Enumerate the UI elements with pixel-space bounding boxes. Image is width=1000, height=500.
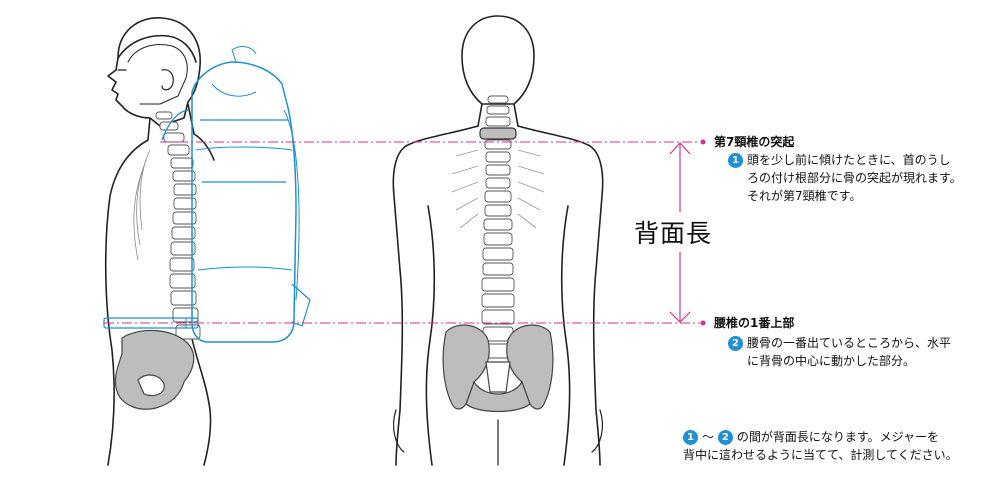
lumbar-marker-dot [700, 320, 706, 326]
note-tilde: ～ [702, 430, 715, 444]
c7-desc-line: 1 頭を少し前に傾けたときに、首のうし [728, 151, 962, 169]
lumbar-description: 2 腰骨の一番出ているところから、水平 に背骨の中心に動かした部分。 [728, 334, 951, 370]
back-length-label: 背面長 [634, 212, 713, 252]
number-1-icon: 1 [683, 430, 698, 445]
c7-desc-line-2: ろの付け根部分に骨の突起が現れます。 [747, 171, 962, 185]
spine-illustration [133, 111, 201, 340]
arrow-head-top [669, 142, 691, 155]
c7-title: 第7頸椎の突起 [714, 135, 795, 149]
lumbar-title: 腰椎の1番上部 [714, 316, 795, 330]
pelvis-illustration [114, 329, 195, 410]
c7-vertebra-highlight [479, 127, 517, 140]
pelvis-illustration-back [442, 324, 554, 413]
c7-desc-line-3: それが第7頸椎です。 [747, 189, 862, 203]
number-2-icon: 2 [717, 430, 733, 445]
number-1-icon: 1 [728, 153, 743, 168]
lumbar-desc-line: 2 腰骨の一番出ているところから、水平 [728, 334, 951, 352]
lumbar-desc-line-2: に背骨の中心に動かした部分。 [747, 354, 916, 368]
c7-desc-line-1: 頭を少し前に傾けたときに、首のうし [747, 153, 951, 167]
lumbar-desc-line-1: 腰骨の一番出ているところから、水平 [747, 336, 952, 350]
note-line-2: 背中に這わせるように当てて、計測してください。 [683, 448, 958, 462]
number-2-icon: 2 [728, 336, 743, 351]
c7-description: 1 頭を少し前に傾けたときに、首のうし ろの付け根部分に骨の突起が現れます。 それ… [728, 151, 962, 205]
backpack-figure [103, 46, 311, 343]
spine-illustration-back [451, 95, 545, 359]
note-line-1-text: の間が背面長になります。メジャーを [736, 430, 940, 444]
back-body-figure [392, 15, 604, 466]
arrow-head-bottom [669, 311, 691, 323]
c7-marker-dot [700, 139, 706, 145]
